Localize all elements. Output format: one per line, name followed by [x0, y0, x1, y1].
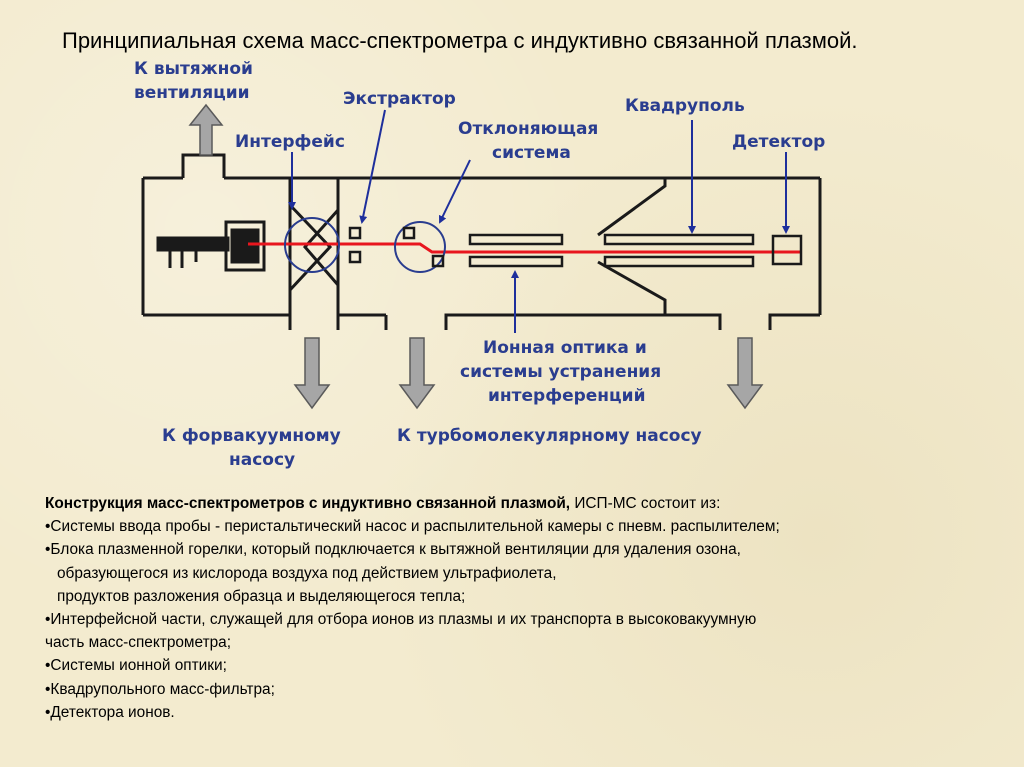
instrument-housing	[141, 153, 822, 330]
quadrupole-chamber-wall	[597, 178, 667, 315]
ion-optics-rods	[468, 233, 564, 268]
description-text: Конструкция масс-спектрометров с индукти…	[45, 492, 1005, 724]
list-item: •Квадрупольного масс-фильтра;	[45, 680, 275, 698]
heading-rest: ИСП-МС состоит из:	[570, 495, 721, 512]
slide-title: Принципиальная схема масс-спектрометра с…	[62, 28, 858, 53]
label-detector: Детектор	[732, 132, 825, 152]
deflection-pointer	[439, 159, 471, 224]
label-ventilation-1: К вытяжной	[134, 59, 253, 79]
label-ion-optics-2: системы устранения	[460, 362, 661, 382]
heading-bold: Конструкция масс-спектрометров с индукти…	[45, 495, 571, 512]
label-ion-optics-3: интерференций	[488, 386, 645, 406]
deflection-circle	[394, 221, 446, 273]
pointer-lines	[288, 109, 790, 333]
label-deflection-2: система	[492, 143, 571, 163]
list-item: •Системы ввода пробы - перистальтический…	[45, 518, 780, 536]
list-item: •Системы ионной оптики;	[45, 657, 227, 675]
label-forepump-2: насосу	[229, 450, 295, 470]
flow-arrows	[188, 103, 764, 410]
ventilation-arrow	[188, 103, 224, 156]
description-heading: Конструкция масс-спектрометров с индукти…	[45, 492, 1005, 515]
label-deflection-1: Отклоняющая	[458, 119, 598, 139]
label-turbopump: К турбомолекулярному насосу	[397, 426, 702, 446]
list-item-continuation: продуктов разложения образца и выделяюще…	[57, 587, 466, 605]
list-item: •Интерфейсной части, служащей для отбора…	[45, 611, 757, 629]
list-item: •Детектора ионов.	[45, 703, 175, 721]
label-extractor: Экстрактор	[343, 89, 456, 109]
label-ventilation-2: вентиляции	[134, 83, 250, 103]
ion-beam	[248, 242, 800, 254]
list-item-continuation: часть масс-спектрометра;	[45, 634, 232, 652]
list-item: •Блока плазменной горелки, который подкл…	[45, 541, 741, 559]
detector-box	[771, 234, 803, 266]
deflection-lenses	[402, 226, 445, 268]
ms-schematic-diagram: К вытяжной вентиляции Интерфейс Экстракт…	[134, 59, 825, 470]
plasma-torch	[156, 220, 266, 272]
label-interface: Интерфейс	[235, 132, 345, 152]
extractor-pointer	[359, 109, 386, 224]
label-ion-optics-1: Ионная оптика и	[483, 338, 647, 358]
extractor-lenses	[348, 226, 362, 264]
turbopump-arrow-1	[398, 337, 436, 410]
list-item-continuation: образующегося из кислорода воздуха под д…	[57, 564, 557, 582]
quadrupole-rods	[603, 233, 755, 268]
label-quadrupole: Квадруполь	[625, 96, 745, 116]
interface-circle	[284, 217, 340, 273]
turbopump-arrow-2	[726, 337, 764, 410]
forepump-arrow	[293, 337, 331, 410]
label-forepump-1: К форвакуумному	[162, 426, 341, 446]
